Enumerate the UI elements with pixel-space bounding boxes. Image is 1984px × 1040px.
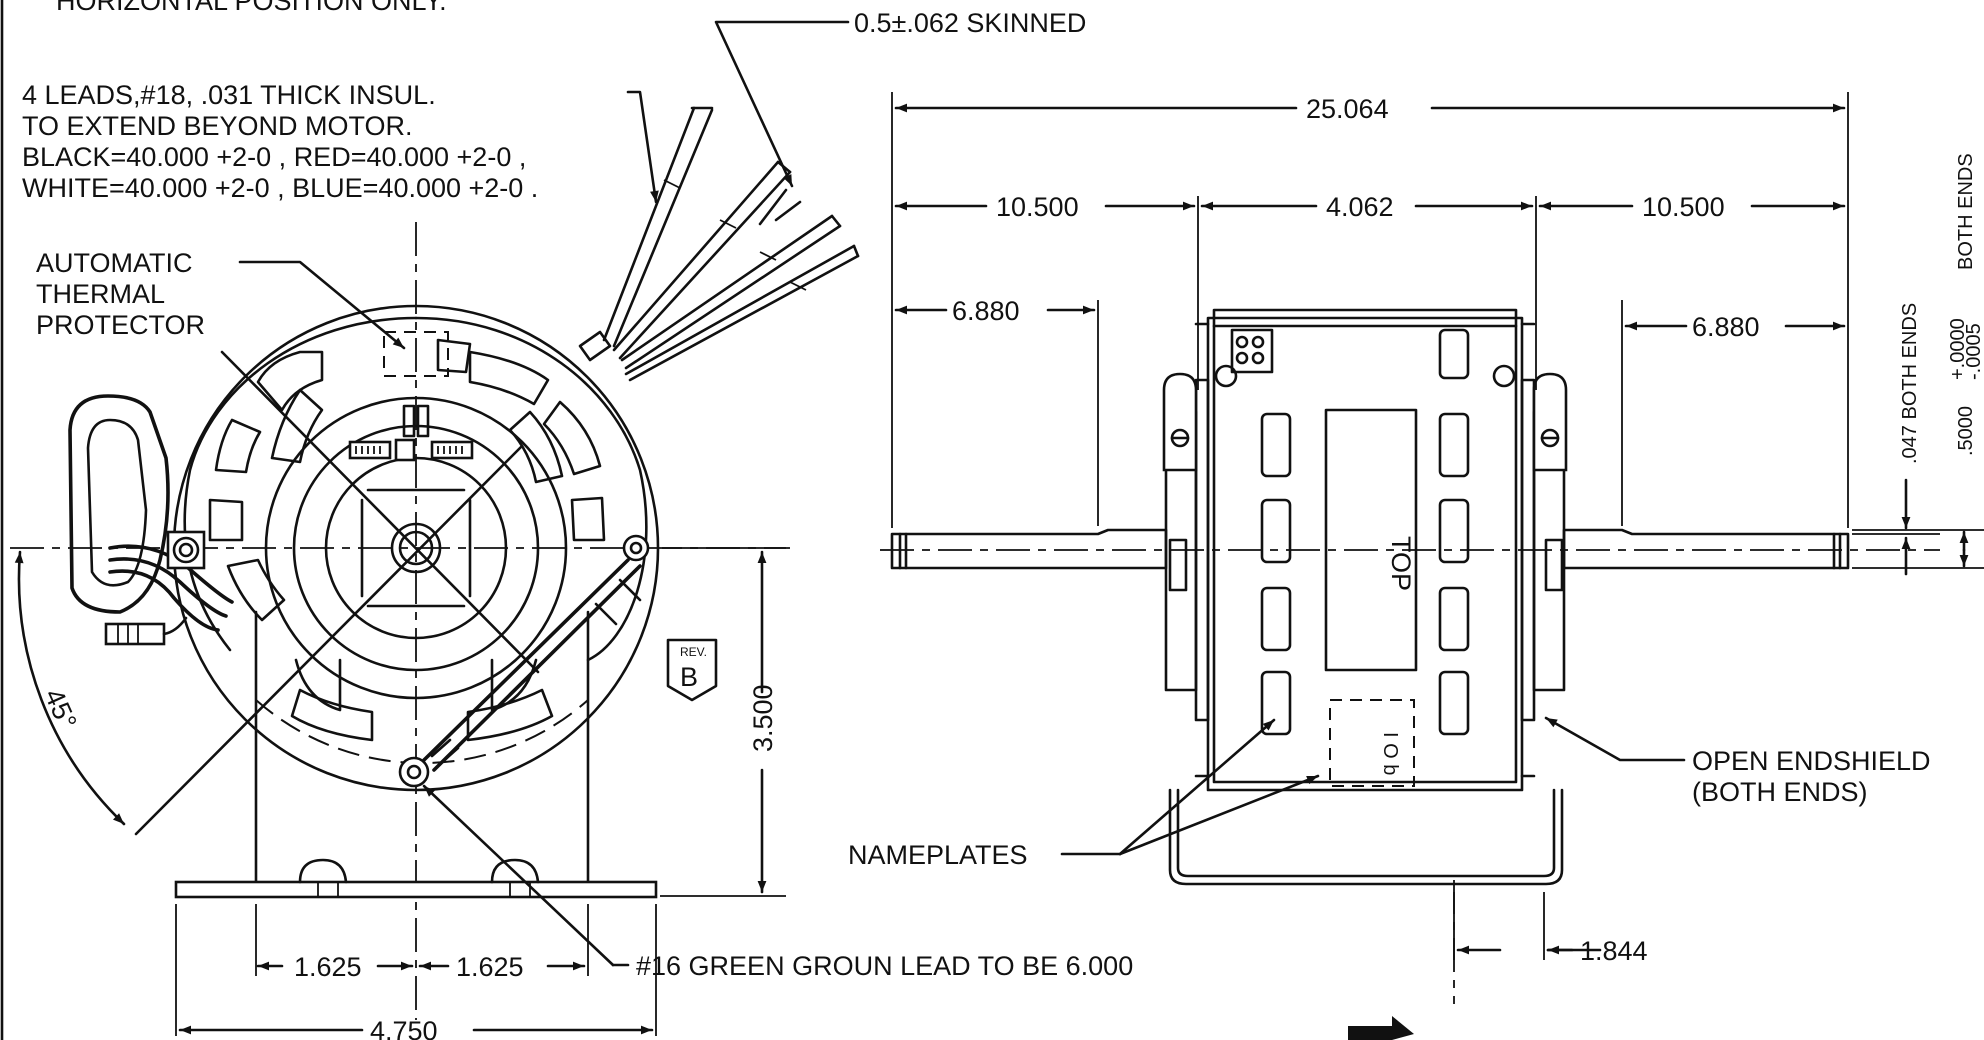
angle-label: 45° xyxy=(39,684,83,734)
thermal-protector-label: AUTOMATIC THERMAL PROTECTOR xyxy=(36,248,205,340)
ground-lead-label: #16 GREEN GROUN LEAD TO BE 6.000 xyxy=(636,951,1133,981)
base-width-label: 4.750 xyxy=(370,1016,438,1040)
shaft-dia-ends-label: BOTH ENDS xyxy=(1955,153,1977,270)
skin-length-arrows xyxy=(758,188,802,226)
shaft xyxy=(890,528,1850,570)
nameplates-callout: NAMEPLATES xyxy=(848,718,1320,870)
wire-harness xyxy=(68,394,234,646)
skinned-leader xyxy=(714,20,850,188)
motor-body: TOP I O b xyxy=(1168,308,1564,886)
base-offset-label: 1.844 xyxy=(1580,936,1648,966)
shaft-dia-nominal-label: .5000 xyxy=(1955,406,1977,456)
shaft-left-label: 10.500 xyxy=(996,192,1079,222)
shaft-diameter-dimensions: .047 BOTH ENDS .5000 +.0000 -.0005 BOTH … xyxy=(1852,153,1984,576)
base-half-right-label: 1.625 xyxy=(456,952,524,982)
segment-dimensions: 10.500 4.062 10.500 xyxy=(894,192,1846,390)
leads-note: 4 LEADS,#18, .031 THICK INSUL. TO EXTEND… xyxy=(22,80,538,203)
open-endshield-label: OPEN ENDSHIELD (BOTH ENDS) xyxy=(1692,746,1938,807)
endshield xyxy=(172,304,660,792)
base-dimensions: 1.625 1.625 4.750 xyxy=(175,904,657,1040)
nameplates-label: NAMEPLATES xyxy=(848,840,1028,870)
flat-depth-label: .047 BOTH ENDS xyxy=(1899,303,1921,464)
nameplate-hidden-mark: I O b xyxy=(1379,732,1401,775)
top-mark-label: TOP xyxy=(1386,536,1416,591)
skinned-label: 0.5±.062 SKINNED xyxy=(854,8,1086,38)
ground-lead-leader xyxy=(422,784,615,967)
shaft-dia-tol-minus-label: -.0005 xyxy=(1963,323,1984,380)
center-height-label: 3.500 xyxy=(748,684,778,752)
thermal-protector xyxy=(348,331,474,462)
overall-length-dimension: 25.064 xyxy=(891,92,1849,528)
flat-dimensions: 6.880 6.880 xyxy=(894,296,1846,526)
flat-left-label: 6.880 xyxy=(952,296,1020,326)
revision-letter: B xyxy=(680,662,698,692)
right-endshield xyxy=(1520,372,1568,722)
body-length-label: 4.062 xyxy=(1326,192,1394,222)
center-height-dimension: 3.500 xyxy=(660,547,786,897)
mount-position-note: HORIZONTAL POSITION ONLY. xyxy=(56,0,447,16)
base-offset-dimension: 1.844 xyxy=(1453,892,1648,966)
revision-badge: REV. B xyxy=(666,638,718,702)
shaft-right-label: 10.500 xyxy=(1642,192,1725,222)
end-view: AUTOMATIC THERMAL PROTECTOR 45° 3.500 xyxy=(10,106,1133,1040)
base-half-left-label: 1.625 xyxy=(294,952,362,982)
left-endshield xyxy=(1162,372,1210,722)
shaft-dia-tol-plus-label: +.0000 xyxy=(1947,318,1969,380)
leads-note-leader xyxy=(626,90,659,204)
open-endshield-callout: OPEN ENDSHIELD (BOTH ENDS) xyxy=(1544,716,1938,807)
flat-right-label: 6.880 xyxy=(1692,312,1760,342)
body-slots xyxy=(1260,328,1470,736)
direction-arrow-icon xyxy=(1348,1016,1414,1040)
nameplate-main xyxy=(1324,408,1418,672)
overall-length-label: 25.064 xyxy=(1306,94,1389,124)
lead-wires xyxy=(578,106,860,382)
side-view: TOP I O b 25.064 10.500 4.062 10. xyxy=(848,92,1984,1040)
nameplate-hidden xyxy=(1329,699,1415,787)
thermal-protector-leader xyxy=(238,260,406,350)
revision-label: REV. xyxy=(680,645,707,659)
ground-lead xyxy=(398,534,650,788)
